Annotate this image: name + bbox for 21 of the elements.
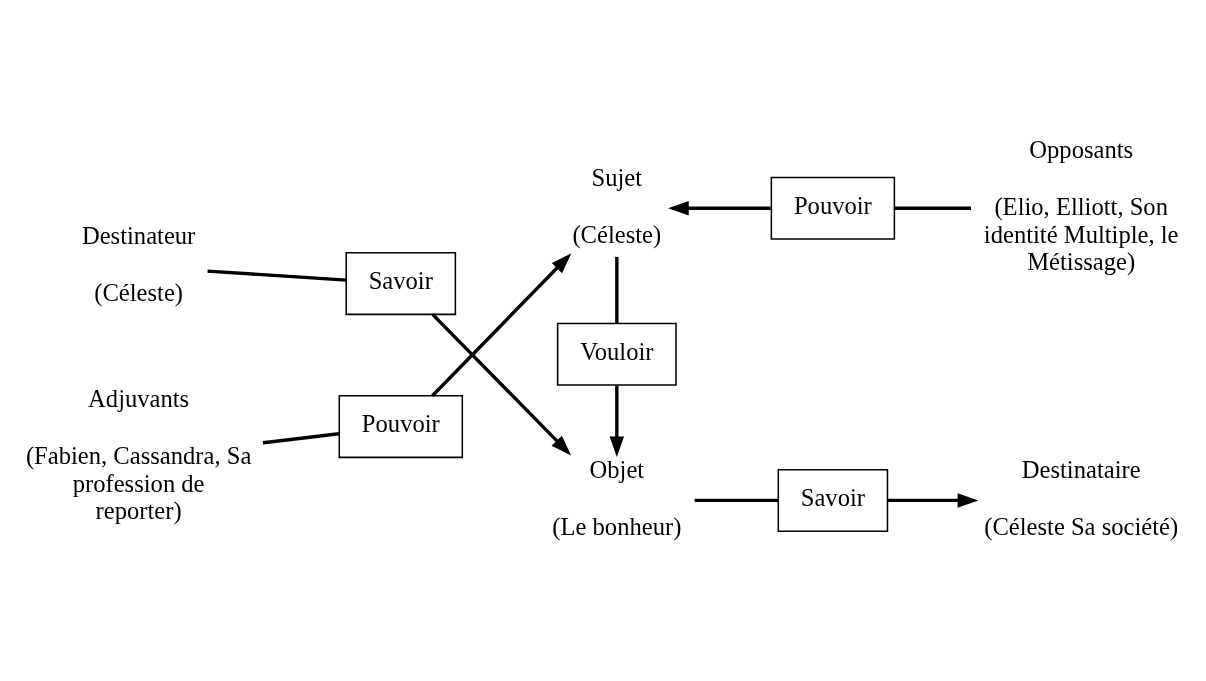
arrow	[431, 253, 572, 397]
node-text: Destinateur (Céleste)	[81, 222, 196, 306]
connector	[694, 498, 779, 503]
node-text: Destinataire (Céleste Sa société)	[984, 455, 1179, 540]
arrow	[887, 493, 979, 508]
node-text: Objet (Le bonheur)	[552, 455, 682, 540]
connector	[262, 432, 340, 445]
arrow	[668, 201, 771, 216]
node-box: Pouvoir	[770, 176, 896, 240]
connector	[894, 206, 971, 210]
arrow	[431, 313, 572, 456]
node-box: Vouloir	[556, 322, 677, 386]
node-box: Savoir	[777, 468, 889, 532]
arrow	[609, 385, 625, 458]
node-text: Sujet (Céleste)	[572, 163, 662, 248]
node-text: Adjuvants (Fabien, Cassandra, Sa profession de reporter)	[25, 385, 252, 525]
connector	[615, 256, 619, 324]
node-box: Savoir	[345, 252, 457, 316]
node-text: Opposants (Elio, Elliott, Son identité Multiple, le Métissage)	[983, 135, 1179, 276]
connector	[207, 269, 347, 282]
node-box: Pouvoir	[338, 395, 464, 459]
